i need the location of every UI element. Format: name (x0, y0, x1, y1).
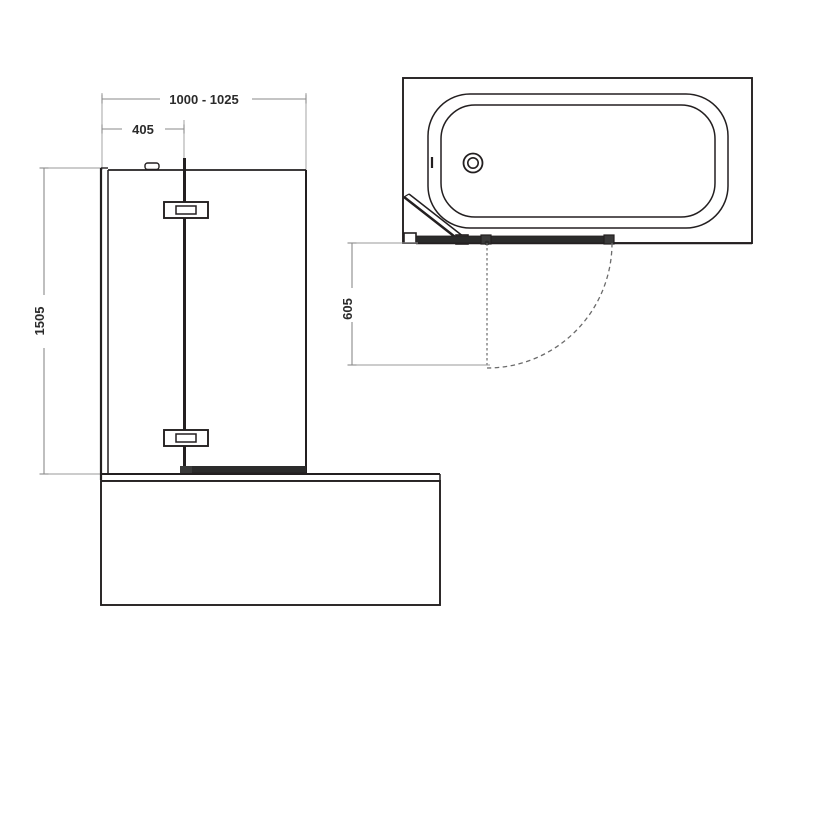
drain-waste-hole (462, 152, 484, 174)
wall-profile (99, 167, 109, 480)
fixed-panel-width-dimension: 405 (101, 122, 185, 137)
screen-rail-profile (415, 234, 752, 245)
glass-panels-outline (108, 169, 307, 475)
swing-depth-dimension: 605 (340, 242, 357, 366)
screen-height-dimension: 1505 (32, 167, 49, 475)
door-swing-arc (486, 242, 613, 369)
plan-view: 605 (340, 77, 753, 369)
fixed-panel-width-label: 405 (132, 122, 154, 137)
corner-wall-bracket (403, 232, 417, 244)
screen-height-label: 1505 (32, 307, 47, 336)
plan-witness-lines (352, 242, 490, 366)
bath-front-panel (100, 480, 441, 606)
bottom-hinge-bracket (163, 429, 209, 447)
front-elevation-view: 1000 - 1025 405 1505 (32, 92, 441, 606)
overall-width-label: 1000 - 1025 (169, 92, 238, 107)
swing-depth-label: 605 (340, 298, 355, 320)
tub-bowl-inner-contour (440, 104, 716, 218)
overall-width-dimension: 1000 - 1025 (101, 92, 307, 107)
top-hinge-bracket (163, 201, 209, 219)
door-bottom-rail (180, 466, 306, 475)
top-seal-clip (144, 162, 160, 171)
